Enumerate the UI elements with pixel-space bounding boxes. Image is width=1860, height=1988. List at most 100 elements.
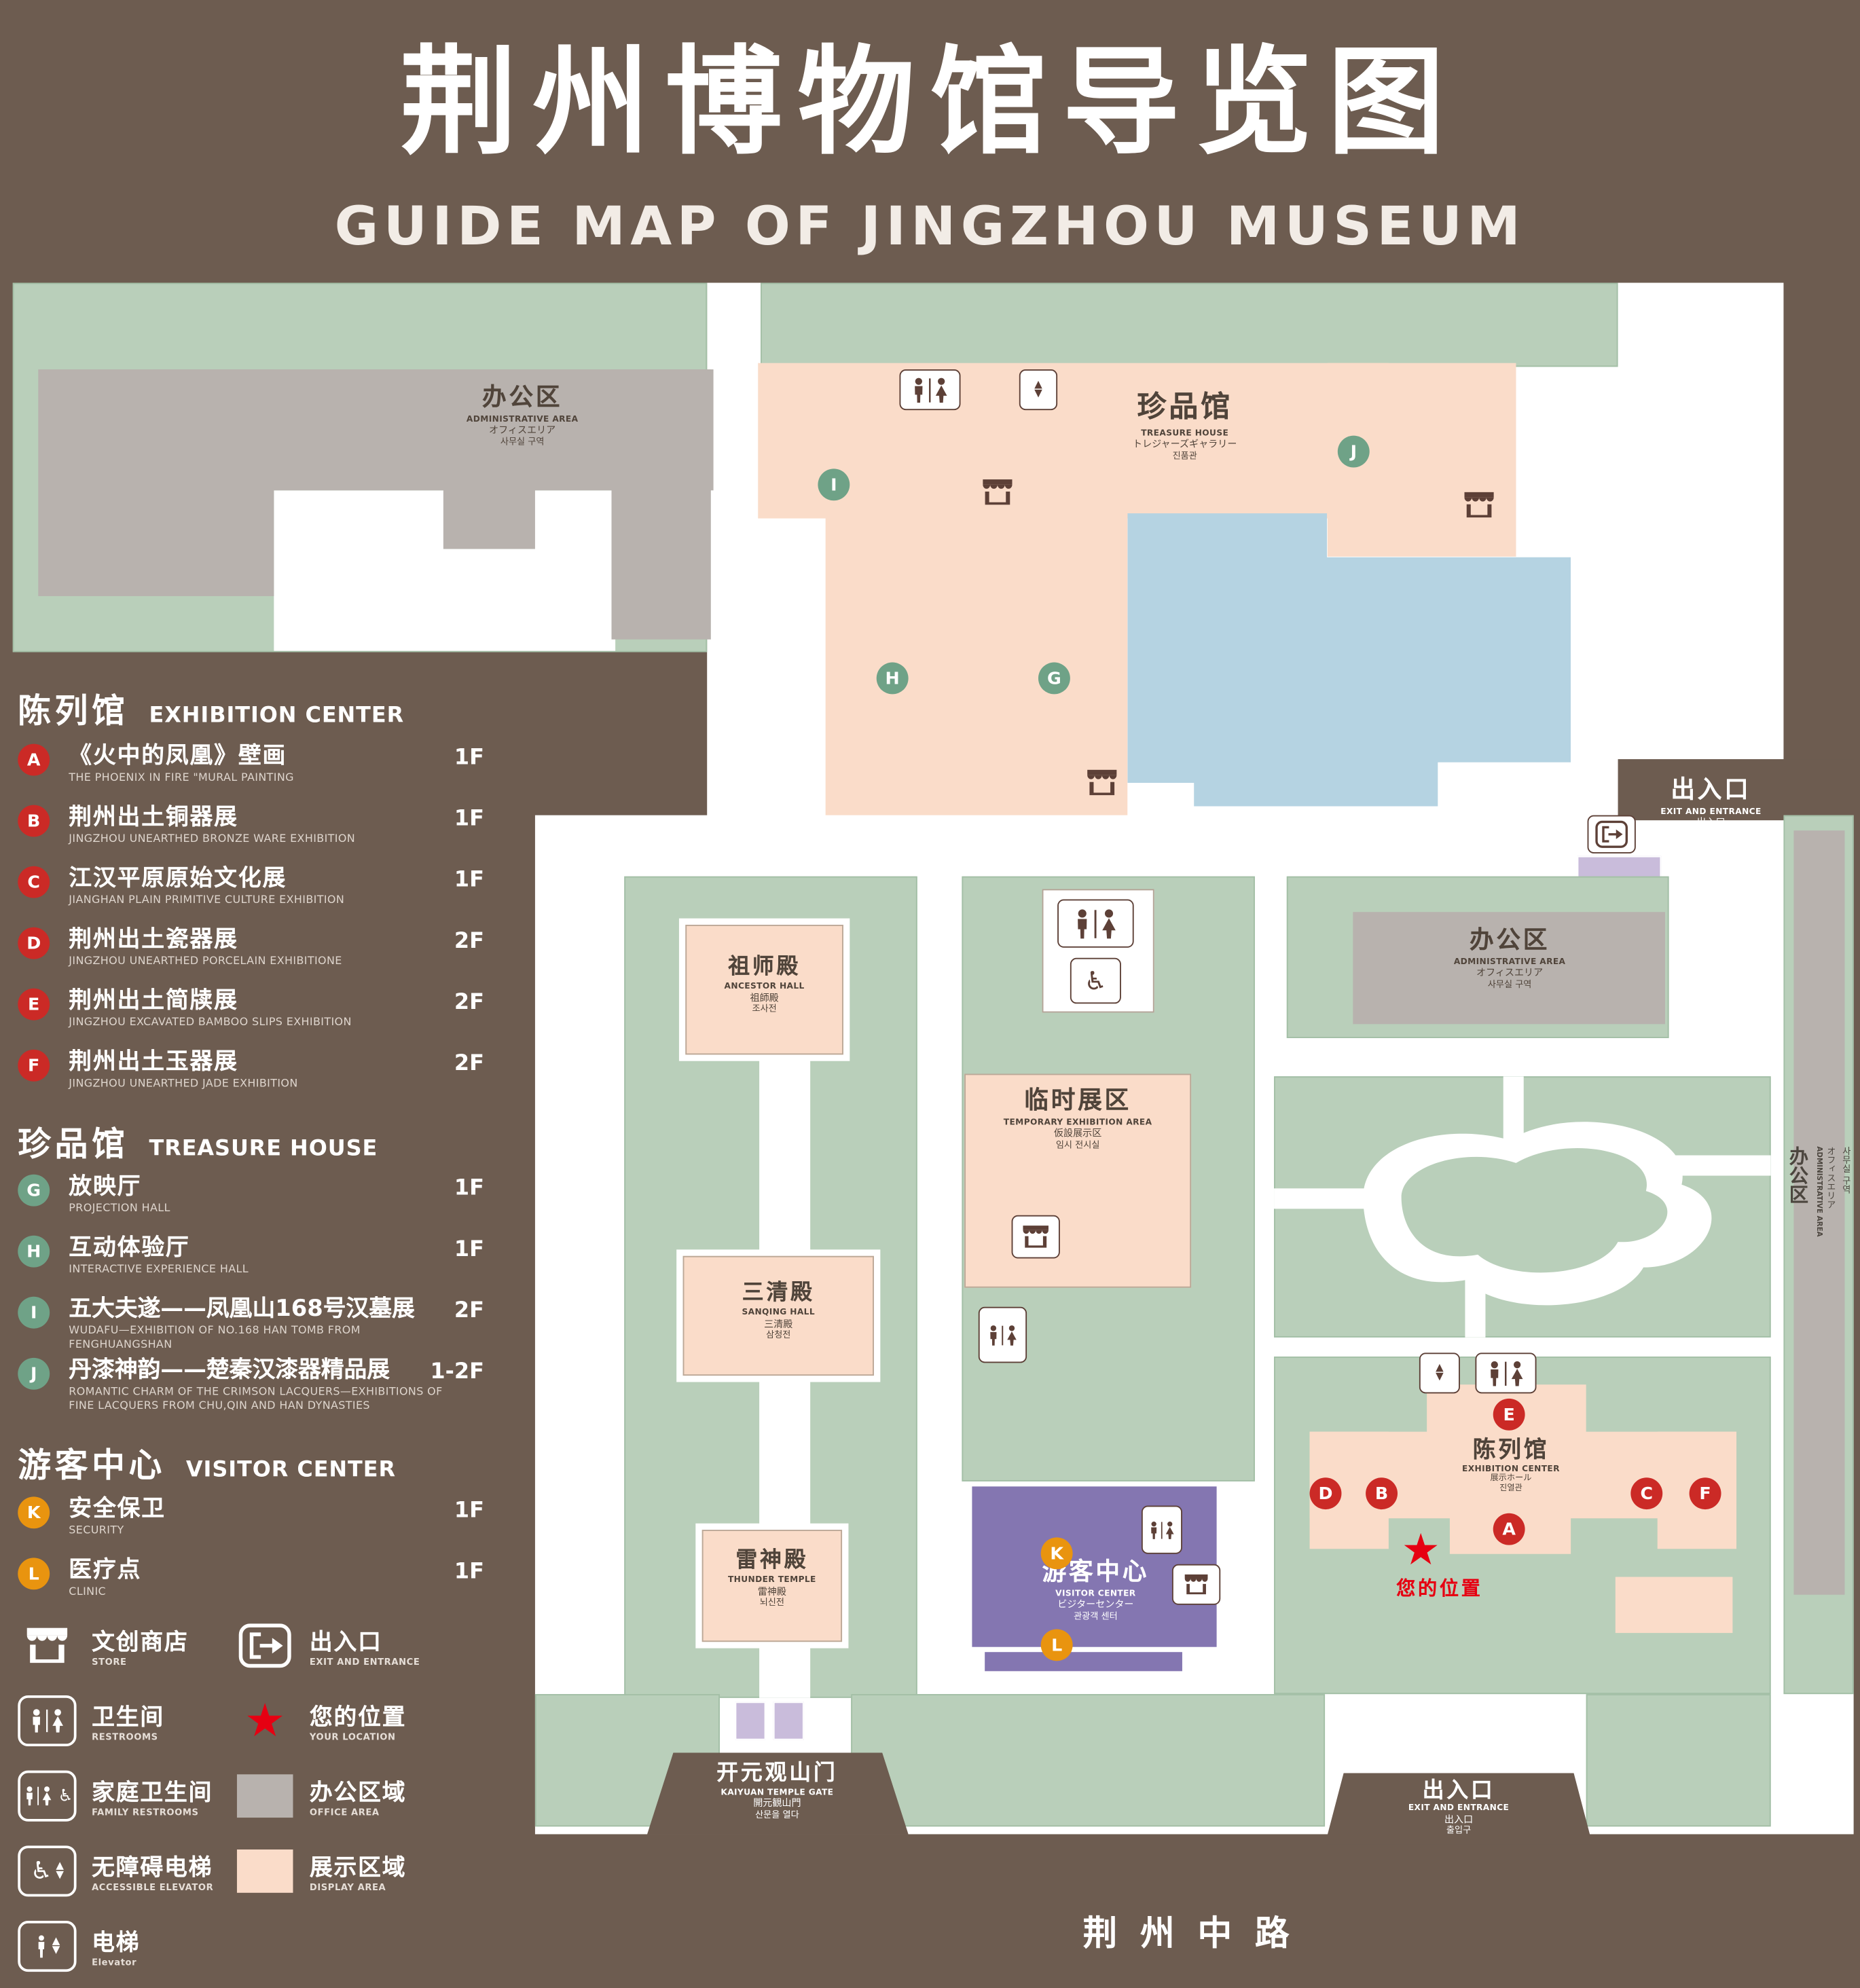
gate-pillar — [773, 1701, 804, 1740]
gate-pillar — [735, 1701, 766, 1740]
path-west — [759, 1373, 811, 1532]
store-icon — [1011, 1215, 1060, 1259]
green-strip-top — [760, 282, 1618, 367]
legend-item-c: C 江汉平原原始文化展 JIANGHAN PLAIN PRIMITIVE CUL… — [18, 865, 484, 908]
badge-g: G — [18, 1174, 50, 1207]
temporary-exhibition-label: 临时展区 TEMPORARY EXHIBITION AREA 仮設展示区 임시 … — [1003, 1086, 1152, 1150]
legend-section-treasure: 珍品馆 TREASURE HOUSE — [18, 1126, 378, 1164]
legend-symbol-accessible-elevator: ♿ ▲▼ 无障碍电梯 ACCESSIBLE ELEVATOR — [18, 1845, 213, 1897]
legend-item-i: I 五大夫遂——凤凰山168号汉墓展 WUDAFU—EXHIBITION OF … — [18, 1295, 484, 1352]
legend-section-visitor: 游客中心 VISITOR CENTER — [18, 1447, 396, 1486]
restroom-icon — [899, 369, 961, 411]
visitor-center-label: 游客中心 VISITOR CENTER ビジターセンター 관광객 센터 — [1042, 1558, 1150, 1621]
admin-east-building — [1793, 830, 1845, 1595]
ancestor-hall-building — [685, 924, 843, 1055]
legend-symbol-store: 文创商店 STORE — [18, 1620, 188, 1671]
legend-symbol-elevator: ▲▼ 电梯 Elevator — [18, 1921, 140, 1972]
elevator-icon: ▲▼ — [1019, 369, 1058, 411]
green-strip-south — [851, 1694, 1326, 1827]
exit-ne-area — [1618, 759, 1854, 821]
store-icon — [18, 1620, 76, 1671]
legend-item-f: F 荆州出土玉器展 JINGZHOU UNEARTHED JADE EXHIBI… — [18, 1048, 484, 1091]
sanqing-hall-building — [682, 1255, 874, 1376]
restroom-icon — [18, 1695, 77, 1747]
badge-d: D — [18, 927, 50, 959]
legend-symbol-restroom: 卫生间 RESTROOMS — [18, 1695, 164, 1747]
badge-b: B — [18, 805, 50, 837]
legend-item-d: D 荆州出土瓷器展 JINGZHOU UNEARTHED PORCELAIN E… — [18, 926, 484, 969]
gate-label: 开元观山门 KAIYUAN TEMPLE GATE 開元観山門 산문을 열다 — [716, 1760, 838, 1820]
legend-item-l: L 医疗点 CLINIC 1F — [18, 1557, 484, 1600]
restroom-icon — [1475, 1352, 1537, 1394]
pond — [1127, 513, 1571, 807]
exit-ne-label: 出入口 EXIT AND ENTRANCE 出入口 출입구 — [1660, 775, 1762, 840]
admin-nw-part — [443, 487, 535, 549]
marker-k: K — [1040, 1537, 1073, 1570]
elevator-icon: ▲▼ — [1419, 1352, 1460, 1394]
treasure-house-label: 珍品馆 TREASURE HOUSE トレジャーズギャラリー 진품관 — [1133, 390, 1237, 462]
legend-item-k: K 安全保卫 SECURITY 1F — [18, 1495, 484, 1538]
admin-mid-building — [1353, 912, 1665, 1025]
marker-j: J — [1337, 435, 1370, 468]
badge-j: J — [18, 1357, 50, 1390]
garden-paths — [1274, 1076, 1771, 1338]
admin-nw-label: 办公区 ADMINISTRATIVE AREA オフィスエリア 사무실 구역 — [466, 383, 579, 447]
marker-e: E — [1493, 1398, 1525, 1431]
gate-area — [647, 1752, 909, 1835]
exhibition-part — [1615, 1577, 1733, 1634]
exit-icon — [1587, 815, 1636, 853]
marker-d: D — [1309, 1477, 1342, 1510]
store-icon — [1083, 767, 1121, 797]
family-restroom-icon: ♿ — [18, 1770, 77, 1822]
legend-symbol-office-area: 办公区域 OFFICE AREA — [236, 1771, 406, 1822]
exit-s-area — [1325, 1773, 1593, 1845]
legend-symbol-display-area: 展示区域 DISPLAY AREA — [236, 1845, 406, 1896]
treasure-part — [825, 509, 1128, 815]
store-icon — [1171, 1564, 1221, 1605]
badge-f: F — [18, 1049, 50, 1082]
legend-item-j: J 丹漆神韵——楚秦汉漆器精品展 ROMANTIC CHARM OF THE C… — [18, 1357, 484, 1414]
badge-c: C — [18, 866, 50, 898]
display-area-swatch — [236, 1849, 293, 1893]
legend-section-exhibition: 陈列馆 EXHIBITION CENTER — [18, 693, 405, 731]
store-icon — [1460, 489, 1498, 519]
marker-h: H — [876, 662, 909, 695]
page-subtitle: GUIDE MAP OF JINGZHOU MUSEUM — [334, 195, 1526, 257]
header: 荆州博物馆导览图 GUIDE MAP OF JINGZHOU MUSEUM — [0, 7, 1860, 257]
visitor-center-building-lower — [985, 1652, 1182, 1672]
marker-a: A — [1493, 1513, 1525, 1545]
admin-nw-part — [611, 369, 711, 640]
legend-item-a: A 《火中的凤凰》壁画 THE PHOENIX IN FIRE "MURAL P… — [18, 743, 484, 786]
legend-item-g: G 放映厅 PROJECTION HALL 1F — [18, 1173, 484, 1216]
admin-mid-label: 办公区 ADMINISTRATIVE AREA オフィスエリア 사무실 구역 — [1453, 925, 1566, 990]
marker-l: L — [1040, 1629, 1073, 1661]
exit-s-label: 出入口 EXIT AND ENTRANCE 出入口 출입구 — [1408, 1778, 1510, 1836]
thunder-temple-label: 雷神殿 THUNDER TEMPLE 雷神殿 뇌신전 — [727, 1547, 816, 1608]
admin-east-label: 办公区 ADMINISTRATIVE AREA オフィスエリア 사무실 구역 — [1787, 1146, 1852, 1237]
page-title: 荆州博物馆导览图 — [400, 34, 1460, 171]
your-location-label: 您的位置 — [1396, 1577, 1483, 1600]
badge-e: E — [18, 988, 50, 1020]
badge-k: K — [18, 1496, 50, 1529]
road-label: 荆州中路 — [1082, 1914, 1313, 1954]
marker-c: C — [1630, 1477, 1663, 1510]
marker-i: I — [818, 468, 850, 501]
sanqing-hall-label: 三清殿 SANQING HALL 三清殿 삼청전 — [742, 1280, 815, 1341]
restroom-icon — [978, 1306, 1027, 1363]
legend-item-h: H 互动体验厅 INTERACTIVE EXPERIENCE HALL 1F — [18, 1234, 484, 1277]
path-west — [759, 1639, 811, 1698]
store-icon — [979, 477, 1017, 507]
marker-b: B — [1366, 1477, 1398, 1510]
path-west — [759, 1052, 811, 1259]
legend-symbol-your-location: ★ 您的位置 YOUR LOCATION — [236, 1695, 406, 1747]
green-strip-south — [1586, 1694, 1771, 1827]
badge-h: H — [18, 1235, 50, 1268]
restroom-icon — [1057, 899, 1134, 948]
exhibition-center-label: 陈列馆 EXHIBITION CENTER 展示ホール 진열관 — [1462, 1437, 1560, 1494]
badge-l: L — [18, 1558, 50, 1590]
legend-item-b: B 荆州出土铜器展 JINGZHOU UNEARTHED BRONZE WARE… — [18, 804, 484, 847]
legend-item-e: E 荆州出土简牍展 JINGZHOU EXCAVATED BAMBOO SLIP… — [18, 987, 484, 1030]
badge-a: A — [18, 743, 50, 776]
thunder-temple-building — [701, 1530, 843, 1642]
